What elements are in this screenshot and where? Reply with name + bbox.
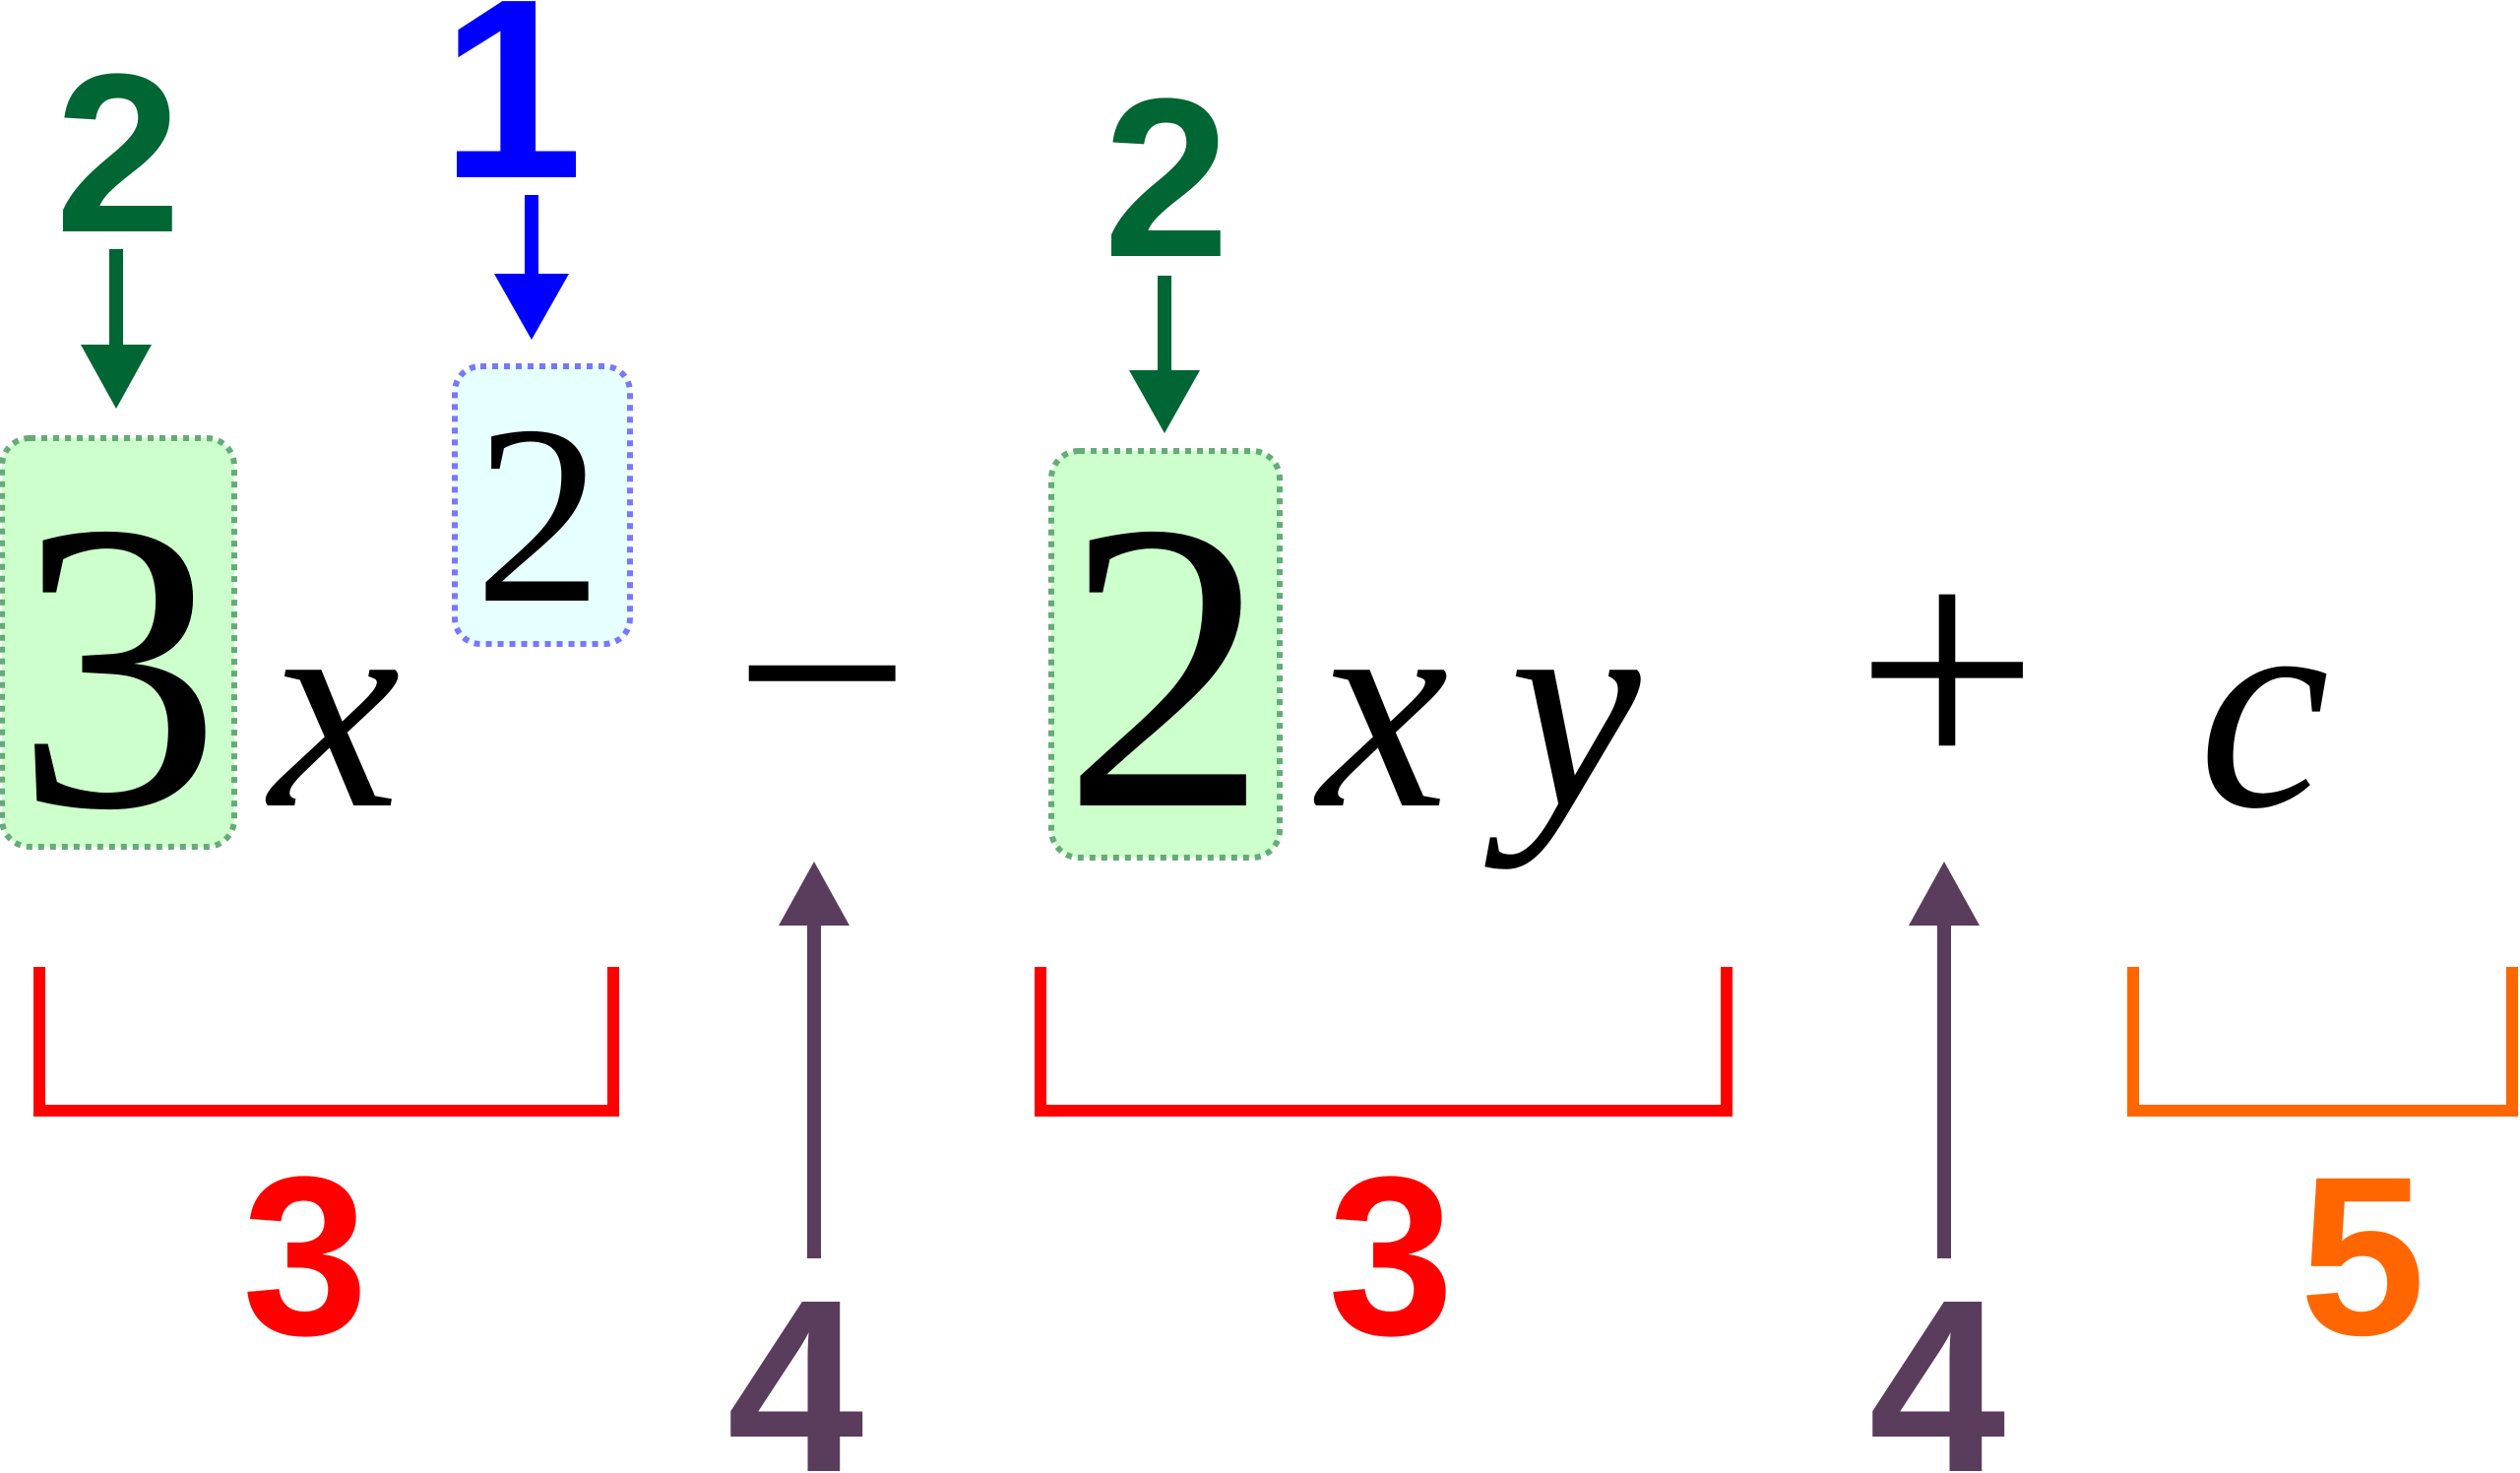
variable-x-2: x [1313, 543, 1449, 869]
exponent-label: 1 [441, 0, 584, 232]
constant-bracket [2127, 967, 2518, 1117]
plus-label: 4 [1868, 1249, 2005, 1473]
minus-sign: − [733, 498, 911, 847]
coefficient-arrow-1 [81, 249, 152, 409]
term-label-1: 3 [242, 1129, 368, 1382]
term-bracket-2 [1035, 967, 1732, 1117]
exponent-box [452, 363, 633, 647]
variable-y: y [1481, 543, 1643, 870]
coefficient-3: 3 [15, 437, 221, 895]
plus-sign: + [1856, 489, 2039, 849]
variable-x-1: x [265, 543, 401, 869]
coefficient-label-1: 2 [55, 27, 181, 280]
coefficient-arrow-2 [1129, 276, 1200, 433]
constant-label: 5 [2300, 1129, 2426, 1382]
minus-label: 4 [726, 1249, 863, 1473]
coefficient-label-2: 2 [1103, 51, 1229, 304]
term-label-2: 3 [1328, 1129, 1454, 1382]
plus-arrow [1909, 862, 1980, 1258]
coefficient-box-2 [1048, 448, 1283, 861]
exponent-arrow [494, 195, 569, 340]
term-bracket-1 [33, 967, 619, 1117]
constant-c: c [2198, 543, 2329, 869]
exponent-2: 2 [474, 373, 602, 657]
coefficient-box-1 [0, 435, 237, 850]
minus-arrow [779, 862, 850, 1258]
coefficient-2: 2 [1062, 437, 1269, 895]
